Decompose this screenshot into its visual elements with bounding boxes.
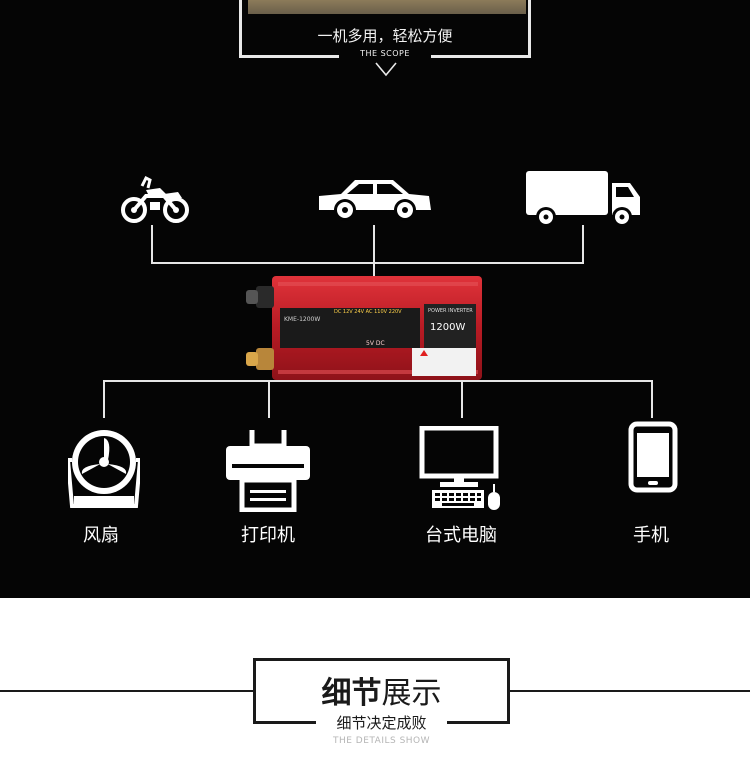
details-subtitle: 细节决定成败	[316, 712, 447, 733]
divider-right	[510, 690, 750, 692]
scope-title-banner	[248, 0, 526, 14]
inverter-voltages: DC 12V 24V AC 110V 220V	[334, 309, 402, 315]
connector-line	[268, 380, 270, 418]
car-icon	[319, 180, 431, 221]
inverter-model: KME-1200W	[284, 316, 321, 323]
truck-icon	[526, 171, 640, 227]
details-section: 细节展示 细节决定成败 THE DETAILS SHOW	[0, 598, 750, 757]
connector-line	[461, 380, 463, 418]
connector-line	[651, 380, 653, 418]
power-inverter-image: KME-1200W DC 12V 24V AC 110V 220V POWER …	[244, 276, 484, 380]
connector-line	[103, 380, 105, 418]
connector-line	[151, 225, 153, 264]
details-title-bold: 细节	[321, 676, 382, 711]
scope-english-label: THE SCOPE	[339, 49, 431, 58]
printer-icon	[226, 430, 310, 512]
device-label-desktop: 台式电脑	[425, 525, 497, 546]
connector-line	[582, 225, 584, 264]
inverter-power: 1200W	[430, 322, 466, 333]
connector-line	[373, 262, 375, 276]
scope-section: 一机多用，轻松方便 THE SCOPE	[0, 0, 750, 598]
connector-line	[151, 262, 584, 264]
chevron-down-icon	[375, 62, 397, 77]
motorcycle-icon	[121, 175, 189, 223]
scope-subtitle: 一机多用，轻松方便	[317, 27, 453, 45]
inverter-usb-label: 5V DC	[366, 340, 385, 347]
details-english-label: THE DETAILS SHOW	[332, 736, 431, 746]
device-label-printer: 打印机	[241, 525, 295, 546]
desktop-computer-icon	[419, 426, 500, 510]
fan-icon	[68, 430, 140, 508]
connector-line	[103, 380, 653, 382]
details-title-light: 展示	[381, 676, 442, 711]
divider-left	[0, 690, 253, 692]
device-label-phone: 手机	[633, 525, 669, 546]
mobile-phone-icon	[628, 421, 678, 493]
device-label-fan: 风扇	[83, 525, 119, 546]
details-title: 细节展示	[253, 668, 510, 712]
connector-line	[373, 225, 375, 264]
inverter-brand-line: POWER INVERTER	[428, 308, 473, 314]
